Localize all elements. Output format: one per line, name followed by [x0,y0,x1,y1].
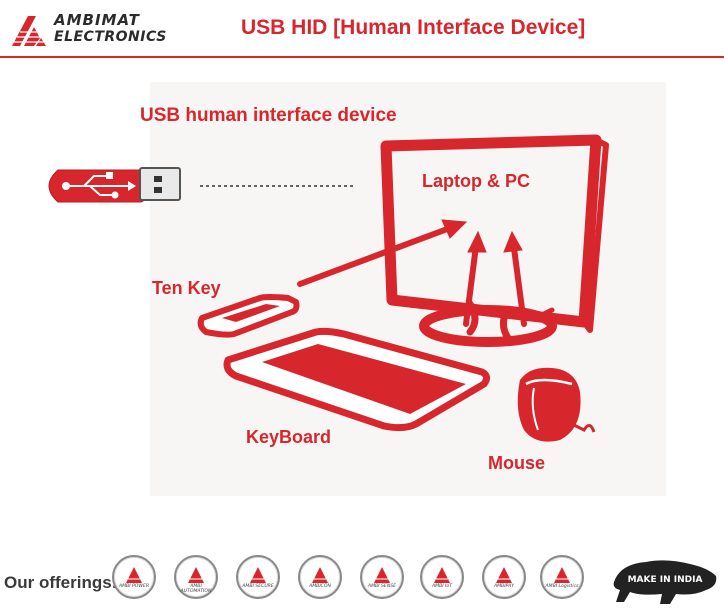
lion-icon: MAKE IN INDIA [613,560,717,604]
tenkey-icon [197,294,300,338]
badge-ambi-iot[interactable]: AMBI IoT [420,555,464,599]
header: AMBIMAT ELECTRONICS USB HID [Human Inter… [0,0,724,58]
badge-label: AMBI AUTOMATION [180,584,212,594]
arrows [297,219,527,327]
diagram-heading: USB human interface device [140,105,397,126]
label-mouse: Mouse [488,453,546,473]
badge-label: AMBI POWER [118,584,150,589]
ambimat-logo[interactable]: AMBIMAT ELECTRONICS [10,12,175,52]
logo-text: AMBIMAT ELECTRONICS [54,12,167,46]
badge-ambi-sense[interactable]: AMBI SENSE [360,555,404,599]
badge-ambi-secure[interactable]: AMBI SECURE [236,555,280,599]
logo-line1: AMBIMAT [54,11,140,29]
badge-label: AMBI Logistics [545,584,579,589]
usb-stick-icon [48,167,181,203]
label-ten-key: Ten Key [152,278,221,298]
badge-label: AMBICON [309,584,331,589]
badge-ambicon[interactable]: AMBICON [298,555,342,599]
label-keyboard: KeyBoard [246,427,332,447]
badge-ambipay[interactable]: AMBIPAY [482,555,526,599]
make-in-india-logo[interactable]: MAKE IN INDIA [610,552,720,608]
logo-mark-icon [12,16,48,46]
badge-label: AMBI SENSE [367,584,397,589]
offerings-label: Our offerings: [4,573,118,592]
keyboard-icon [223,327,491,432]
mouse-icon [517,367,596,442]
badge-ambi-automation[interactable]: AMBI AUTOMATION [174,555,218,599]
label-laptop-pc: Laptop & PC [422,171,530,191]
badge-ambi-power[interactable]: AMBI POWER [112,555,156,599]
badge-label: AMBI IoT [431,584,453,589]
page-title: USB HID [Human Interface Device] [241,16,586,39]
badge-ambi-logistics[interactable]: AMBI Logistics [540,555,584,599]
header-divider [0,56,724,58]
logo-line2: ELECTRONICS [54,29,167,45]
make-in-india-text: MAKE IN INDIA [628,575,703,585]
badge-label: AMBI SECURE [242,584,274,589]
badge-label: AMBIPAY [493,584,515,589]
